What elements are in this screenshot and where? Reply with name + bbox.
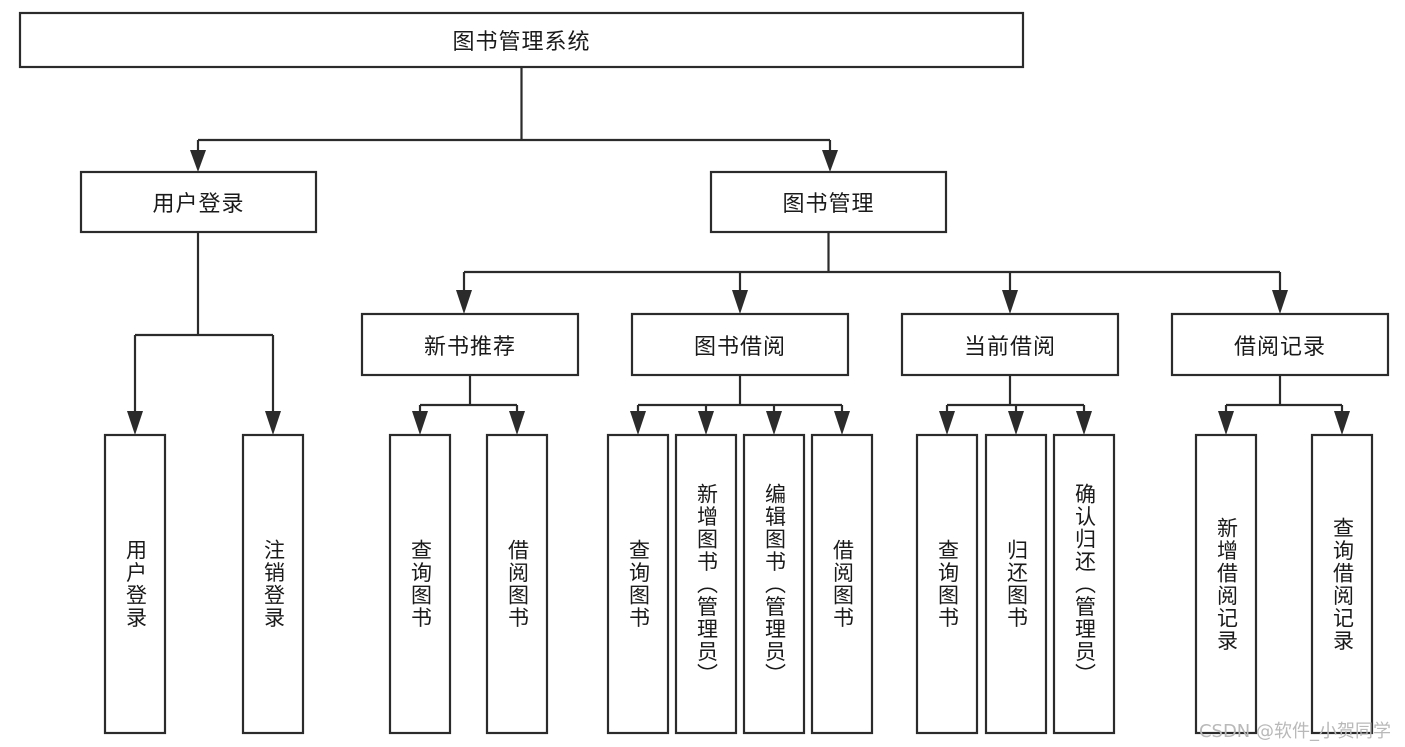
node-box-current-borrow[interactable] <box>900 312 1120 377</box>
node-box-leaf-query-record[interactable] <box>1310 433 1374 735</box>
node-box-borrow-record[interactable] <box>1170 312 1390 377</box>
node-box-leaf-confirm-return[interactable] <box>1052 433 1116 735</box>
node-box-leaf-query-book-3[interactable] <box>915 433 979 735</box>
node-box-leaf-edit-book[interactable] <box>742 433 806 735</box>
node-box-leaf-query-book-1[interactable] <box>388 433 452 735</box>
connector-borrowrecord-to-leaves <box>1218 375 1350 435</box>
node-box-book-manage[interactable] <box>709 170 948 234</box>
arrow-head-icon <box>1272 290 1288 314</box>
arrow-head-icon <box>630 411 646 435</box>
arrow-head-icon <box>766 411 782 435</box>
node-box-leaf-add-record[interactable] <box>1194 433 1258 735</box>
connector-userlogin-to-leaves <box>127 232 281 435</box>
arrow-head-icon <box>698 411 714 435</box>
node-box-leaf-return-book[interactable] <box>984 433 1048 735</box>
connector-currentborrow-to-leaves <box>939 375 1092 435</box>
arrow-head-icon <box>939 411 955 435</box>
arrow-head-icon <box>1002 290 1018 314</box>
connector-root-to-level2 <box>190 67 838 172</box>
arrow-head-icon <box>834 411 850 435</box>
node-box-new-book-recommend[interactable] <box>360 312 580 377</box>
node-box-book-borrow[interactable] <box>630 312 850 377</box>
arrow-head-icon <box>1218 411 1234 435</box>
node-box-leaf-query-book-2[interactable] <box>606 433 670 735</box>
arrow-head-icon <box>190 150 206 172</box>
node-box-leaf-logout[interactable] <box>241 433 305 735</box>
arrow-head-icon <box>1334 411 1350 435</box>
connector-bookborrow-to-leaves <box>630 375 850 435</box>
arrow-head-icon <box>127 411 143 435</box>
arrow-head-icon <box>1008 411 1024 435</box>
connector-newbook-to-leaves <box>412 375 525 435</box>
arrow-head-icon <box>732 290 748 314</box>
arrow-head-icon <box>1076 411 1092 435</box>
arrow-head-icon <box>412 411 428 435</box>
connector-bookmanage-to-level3 <box>456 232 1288 314</box>
node-box-leaf-borrow-book-2[interactable] <box>810 433 874 735</box>
arrow-head-icon <box>509 411 525 435</box>
arrow-head-icon <box>456 290 472 314</box>
node-box-leaf-borrow-book-1[interactable] <box>485 433 549 735</box>
node-box-root[interactable] <box>18 11 1025 69</box>
node-box-leaf-add-book[interactable] <box>674 433 738 735</box>
node-box-leaf-user-login[interactable] <box>103 433 167 735</box>
arrow-head-icon <box>822 150 838 172</box>
node-box-user-login[interactable] <box>79 170 318 234</box>
arrow-head-icon <box>265 411 281 435</box>
